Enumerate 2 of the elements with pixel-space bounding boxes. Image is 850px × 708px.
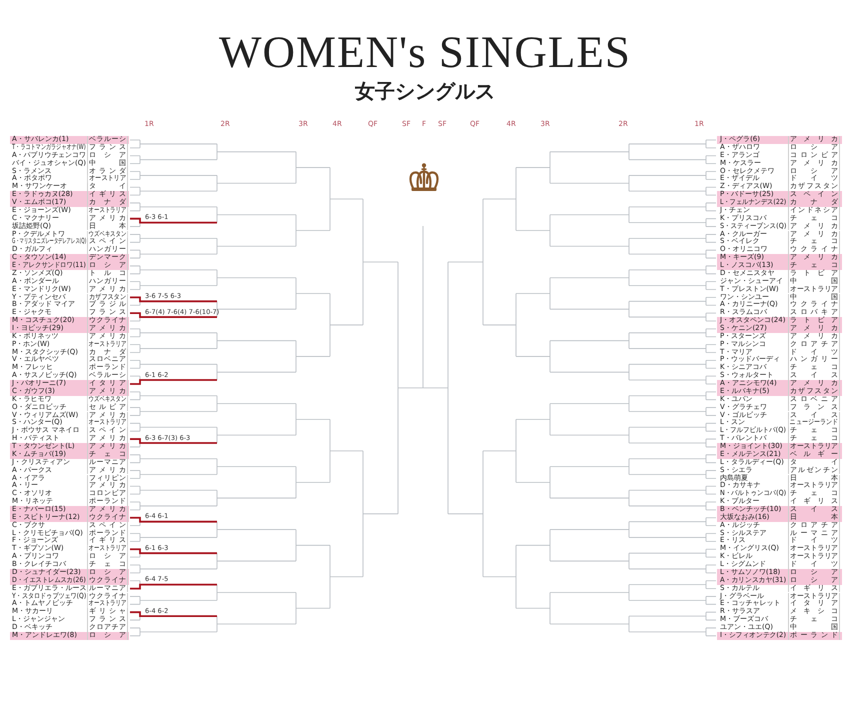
subtitle: 女子シングルス xyxy=(355,80,495,102)
title: WOMEN's SINGLES xyxy=(219,28,631,76)
